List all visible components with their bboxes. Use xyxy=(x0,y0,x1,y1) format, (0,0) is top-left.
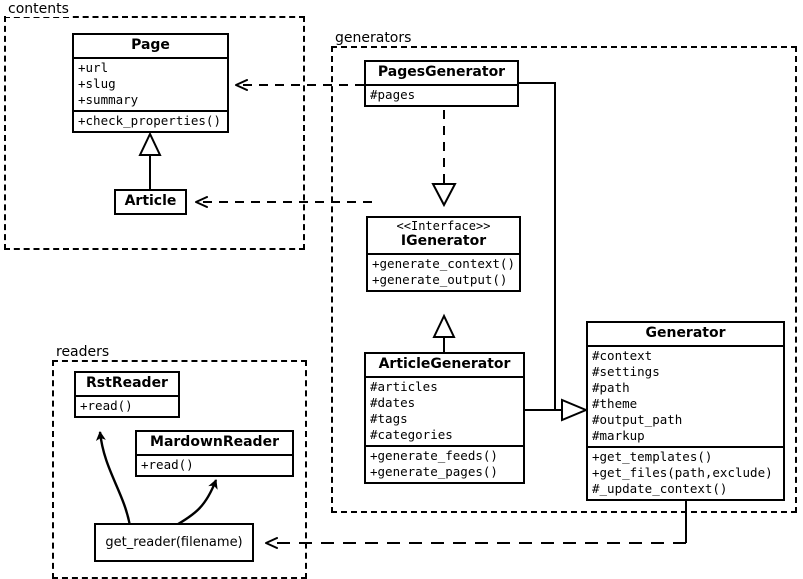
class-generator-method: +get_templates() xyxy=(592,449,713,465)
class-generator-method: +get_files(path,exclude) xyxy=(592,465,773,481)
class-igenerator-method: +generate_context() xyxy=(372,256,515,272)
edge-articlegenerator-inherits-igenerator xyxy=(432,313,456,352)
class-generator-method: #_update_context() xyxy=(592,481,728,497)
package-contents xyxy=(4,16,305,250)
class-article-generator-attribute: #dates xyxy=(370,395,416,411)
package-contents-label: contents xyxy=(6,1,71,17)
class-mardown-reader-name: MardownReader xyxy=(150,434,279,450)
edge-get-reader-creates-rstreader xyxy=(95,431,132,527)
class-article-generator-attribute: #articles xyxy=(370,379,438,395)
class-generator-name: Generator xyxy=(645,325,726,341)
class-mardown-reader[interactable]: MardownReader +read() xyxy=(135,430,294,478)
class-generator-methods: +get_templates() +get_files(path,exclude… xyxy=(588,446,783,499)
class-generator-attribute: #markup xyxy=(592,428,645,444)
class-igenerator[interactable]: <<Interface>> IGenerator +generate_conte… xyxy=(366,216,521,293)
edge-pagesgenerator-realizes-igenerator xyxy=(431,110,457,208)
class-mardown-reader-method: +read() xyxy=(141,457,194,473)
class-generator-attribute: #path xyxy=(592,380,630,396)
class-article-generator-attribute: #categories xyxy=(370,427,453,443)
class-igenerator-method: +generate_output() xyxy=(372,272,508,288)
package-generators-label: generators xyxy=(333,30,414,46)
class-mardown-reader-methods: +read() xyxy=(137,454,292,475)
class-article-name: Article xyxy=(124,193,177,209)
package-generators xyxy=(331,46,797,513)
class-rst-reader-method: +read() xyxy=(80,398,133,414)
function-get-reader[interactable]: get_reader(filename) xyxy=(94,523,254,562)
edge-article-inherits-page xyxy=(138,131,162,190)
class-page-name: Page xyxy=(131,37,170,53)
class-article-generator-name: ArticleGenerator xyxy=(378,356,511,372)
class-page-attribute: +slug xyxy=(78,76,116,92)
function-get-reader-label: get_reader(filename) xyxy=(105,535,243,550)
class-page-attributes: +url +slug +summary xyxy=(74,57,227,110)
class-generator[interactable]: Generator #context #settings #path #them… xyxy=(586,321,785,502)
class-igenerator-name: IGenerator xyxy=(400,232,487,249)
edge-generators-inherit-generator xyxy=(519,82,589,422)
class-article-generator-method: +generate_feeds() xyxy=(370,448,498,464)
class-page-method: +check_properties() xyxy=(78,113,221,129)
class-generator-attribute: #output_path xyxy=(592,412,683,428)
class-pages-generator[interactable]: PagesGenerator #pages xyxy=(364,60,519,108)
class-page-attribute: +url xyxy=(78,60,109,76)
class-pages-generator-attributes: #pages xyxy=(366,84,517,105)
class-pages-generator-attribute: #pages xyxy=(370,87,416,103)
class-generator-attribute: #settings xyxy=(592,364,660,380)
class-page-attribute: +summary xyxy=(78,92,139,108)
class-article-generator-methods: +generate_feeds() +generate_pages() xyxy=(366,445,523,482)
class-pages-generator-name: PagesGenerator xyxy=(377,64,506,80)
class-article[interactable]: Article xyxy=(114,189,187,216)
class-article-generator-attributes: #articles #dates #tags #categories xyxy=(366,376,523,445)
class-generator-attributes: #context #settings #path #theme #output_… xyxy=(588,345,783,446)
class-rst-reader[interactable]: RstReader +read() xyxy=(74,371,180,419)
class-page[interactable]: Page +url +slug +summary +check_properti… xyxy=(72,33,229,134)
class-generator-attribute: #context xyxy=(592,348,653,364)
class-rst-reader-name: RstReader xyxy=(86,375,168,391)
class-igenerator-methods: +generate_context() +generate_output() xyxy=(368,253,519,290)
class-generator-attribute: #theme xyxy=(592,396,638,412)
edge-generator-uses-get-reader xyxy=(265,501,687,549)
package-readers xyxy=(52,360,307,579)
class-rst-reader-methods: +read() xyxy=(76,395,178,416)
class-article-generator-attribute: #tags xyxy=(370,411,408,427)
class-igenerator-stereotype: <<Interface>> xyxy=(396,219,491,233)
class-article-generator-method: +generate_pages() xyxy=(370,464,498,480)
class-page-methods: +check_properties() xyxy=(74,110,227,131)
class-article-generator[interactable]: ArticleGenerator #articles #dates #tags … xyxy=(364,352,525,485)
package-readers-label: readers xyxy=(54,344,112,360)
